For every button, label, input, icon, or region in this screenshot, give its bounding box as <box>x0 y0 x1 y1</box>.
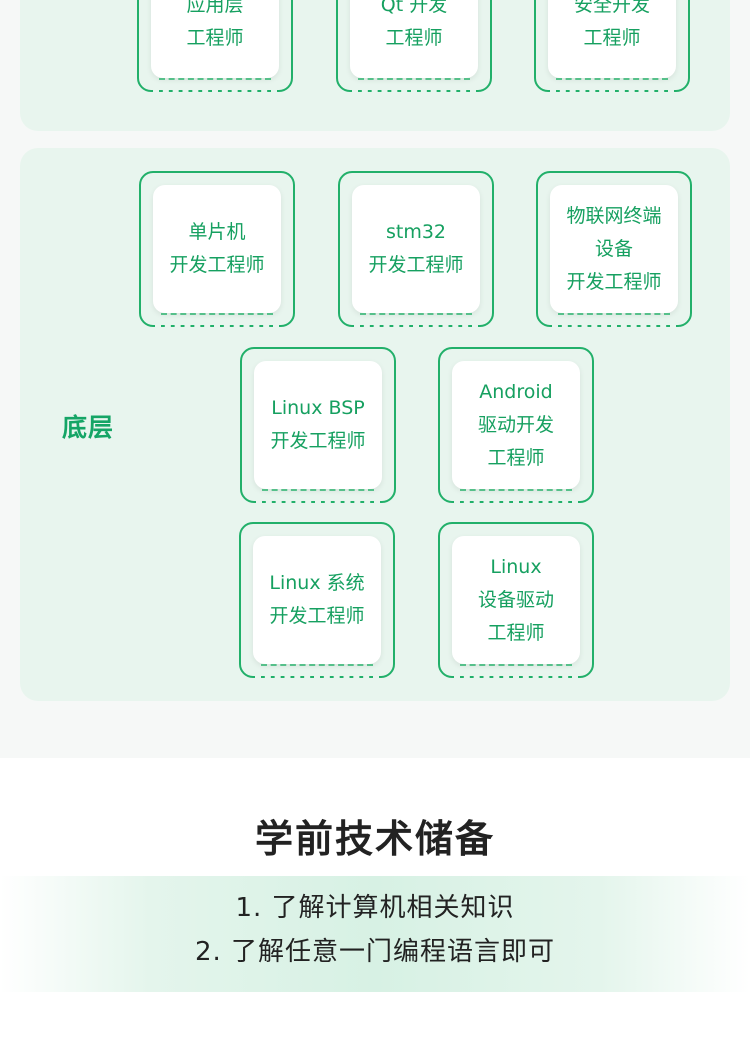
dashed-divider <box>556 78 668 80</box>
card-line: 设备驱动 <box>477 588 554 611</box>
card-line: 开发工程师 <box>269 605 365 627</box>
card-line: 工程师 <box>487 621 545 644</box>
card-line: 应用层 <box>186 0 244 16</box>
career-card-android-driver-engineer: Android 驱动开发 工程师 <box>438 347 594 503</box>
dashed-divider <box>262 489 374 491</box>
list-item: 1. 了解计算机相关知识 <box>235 893 515 923</box>
card-line: 物联网终端 <box>566 204 662 227</box>
career-card-qt-engineer: Qt 开发 工程师 <box>336 0 492 92</box>
prerequisites-list: 1. 了解计算机相关知识 2. 了解任意一门编程语言即可 <box>0 886 750 974</box>
dashed-divider <box>358 78 470 80</box>
card-line: Linux BSP <box>271 397 365 419</box>
dashed-divider <box>261 664 373 666</box>
card-line: 工程师 <box>385 27 443 49</box>
career-card-stm32-engineer: stm32 开发工程师 <box>338 171 494 327</box>
card-line: 驱动开发 <box>477 413 554 436</box>
card-line: Android <box>479 380 553 403</box>
card-line: Linux 系统 <box>269 572 365 594</box>
list-item: 2. 了解任意一门编程语言即可 <box>194 937 556 967</box>
career-card-linux-driver-engineer: Linux 设备驱动 工程师 <box>438 522 594 678</box>
career-card-mcu-engineer: 单片机 开发工程师 <box>139 171 295 327</box>
career-map-area: 应用层 工程师 Qt 开发 工程师 安全开发 工程师 底层 单片机 开发工程师 … <box>20 0 730 701</box>
dashed-divider <box>360 313 472 315</box>
career-card-iot-engineer: 物联网终端 设备 开发工程师 <box>536 171 692 327</box>
bottom-layer-label: 底层 <box>62 413 115 442</box>
card-line: Qt 开发 <box>380 0 448 16</box>
card-line: 设备 <box>594 237 633 260</box>
card-line: 开发工程师 <box>169 254 265 276</box>
dashed-divider <box>159 78 271 80</box>
card-line: 单片机 <box>188 221 246 243</box>
career-card-security-engineer: 安全开发 工程师 <box>534 0 690 92</box>
dashed-divider <box>161 313 273 315</box>
card-line: 工程师 <box>186 27 244 49</box>
dashed-divider <box>460 489 572 491</box>
dashed-divider <box>460 664 572 666</box>
card-line: 安全开发 <box>573 0 650 16</box>
card-line: stm32 <box>385 221 447 243</box>
card-line: Linux <box>490 555 542 578</box>
card-line: 开发工程师 <box>270 430 366 452</box>
dashed-divider <box>558 313 670 315</box>
card-line: 工程师 <box>583 27 641 49</box>
prerequisites-band <box>0 876 750 992</box>
card-line: 工程师 <box>487 446 545 469</box>
card-line: 开发工程师 <box>566 270 662 293</box>
career-card-app-engineer: 应用层 工程师 <box>137 0 293 92</box>
card-line: 开发工程师 <box>368 254 464 276</box>
career-card-linux-system-engineer: Linux 系统 开发工程师 <box>239 522 395 678</box>
prerequisites-title: 学前技术储备 <box>254 817 495 861</box>
career-card-linux-bsp-engineer: Linux BSP 开发工程师 <box>240 347 396 503</box>
